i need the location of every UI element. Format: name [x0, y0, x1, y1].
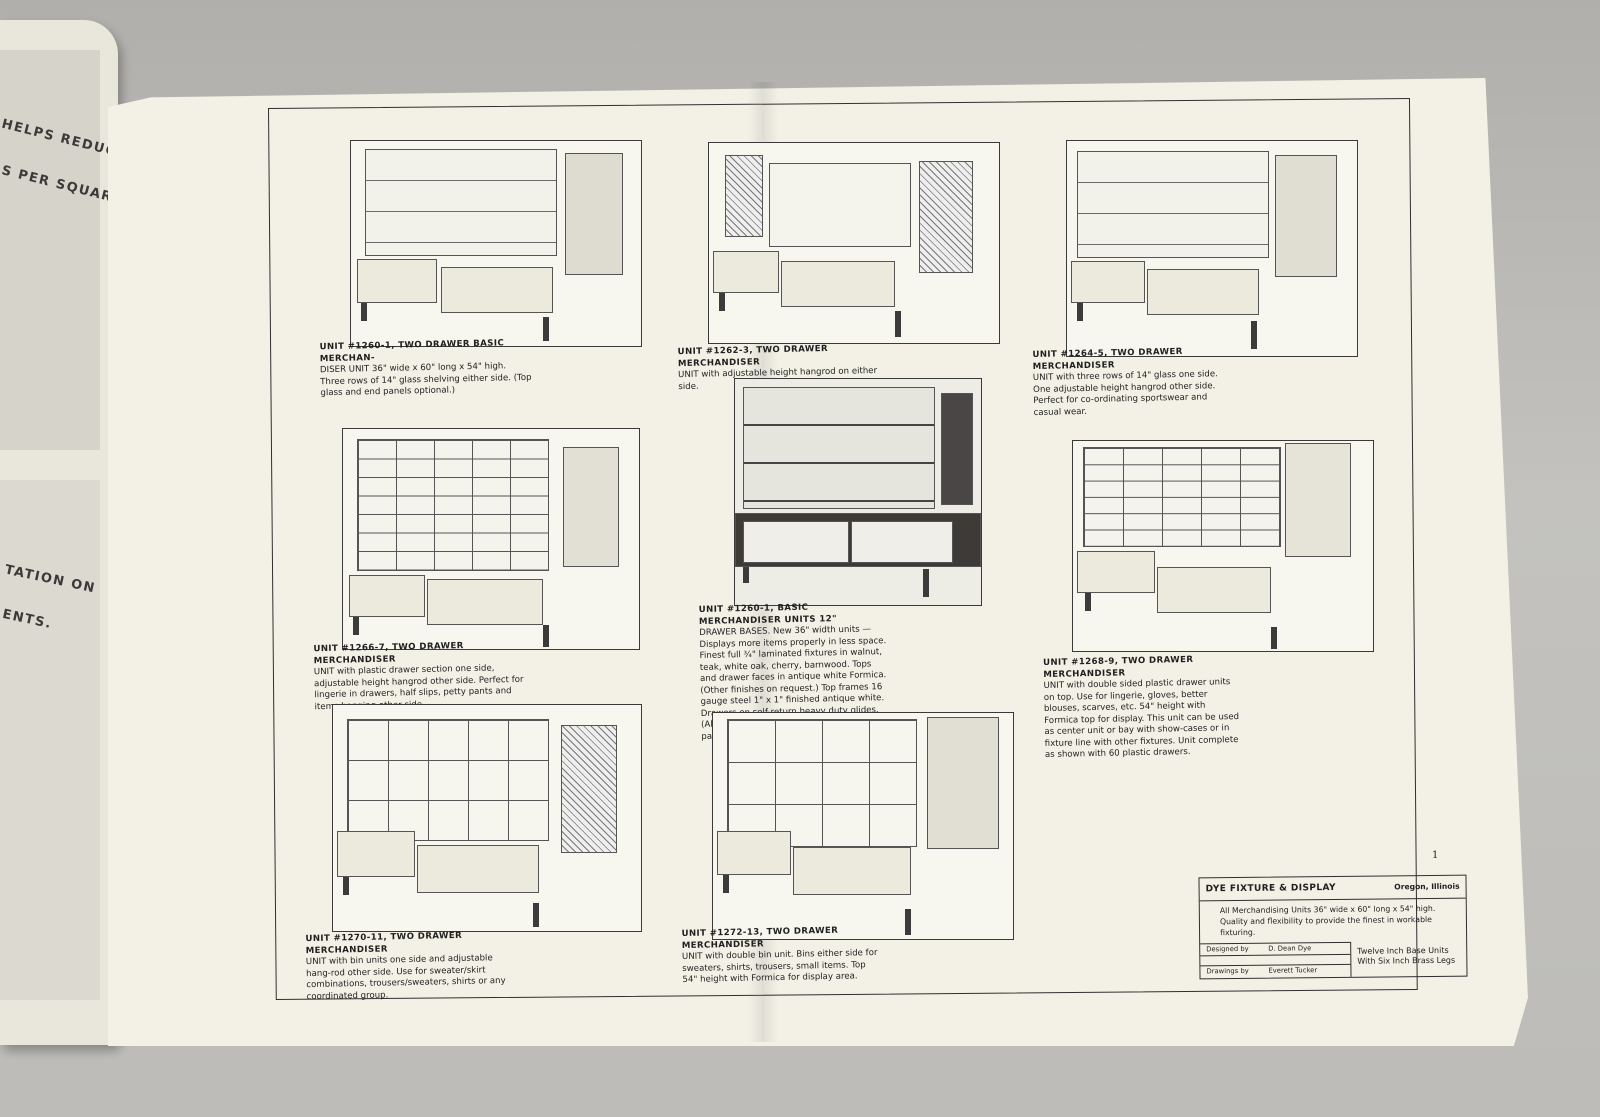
drawer	[713, 251, 779, 293]
unit-1272-13-caption: UNIT #1272-13, TWO DRAWER MERCHANDISER U…	[681, 925, 878, 987]
unit-1260-1-caption: UNIT #1260-1, TWO DRAWER BASIC MERCHAN- …	[319, 338, 532, 400]
unit-description: UNIT with double bin unit. Bins either s…	[681, 947, 878, 986]
plastic-drawer-section	[357, 439, 549, 571]
brass-leg	[1251, 321, 1257, 349]
end-panel	[1275, 155, 1337, 277]
bin-unit	[347, 719, 549, 841]
unit-description: DISER UNIT 36" wide x 60" long x 54" hig…	[319, 361, 532, 399]
brass-leg	[743, 567, 749, 583]
lattice-panel	[919, 161, 973, 273]
drawer	[851, 521, 953, 563]
unit-description: UNIT with three rows of 14" glass one si…	[1032, 369, 1218, 418]
title-block-divider	[1199, 897, 1466, 902]
unit-1264-5-caption: UNIT #1264-5, TWO DRAWER MERCHANDISER UN…	[1032, 346, 1229, 419]
glass-shelving	[743, 387, 935, 509]
brass-leg	[1085, 593, 1091, 611]
title-block: DYE FIXTURE & DISPLAY Oregon, Illinois A…	[1198, 874, 1468, 980]
plastic-drawer-section	[1083, 447, 1281, 547]
drawings-by-row: Drawings by Everett Tucker	[1200, 963, 1351, 979]
drawer	[1071, 261, 1145, 303]
drawer	[743, 521, 849, 563]
unit-1268-9-caption: UNIT #1268-9, TWO DRAWER MERCHANDISER UN…	[1043, 654, 1241, 762]
left-page-band-bottom	[0, 480, 100, 1000]
title-block-description: All Merchandising Units 36" wide x 60" l…	[1219, 903, 1436, 938]
drawer	[1147, 269, 1259, 315]
unit-1270-11-caption: UNIT #1270-11, TWO DRAWER MERCHANDISER U…	[305, 930, 510, 1003]
unit-1266-7-caption: UNIT #1266-7, TWO DRAWER MERCHANDISER UN…	[313, 640, 526, 713]
drawings-by-value: Everett Tucker	[1268, 966, 1318, 975]
glass-shelving	[365, 149, 557, 256]
unit-1272-13-illustration	[712, 712, 1014, 940]
drawer	[427, 579, 543, 625]
left-page: HELPS REDUCE S PER SQUARE TATION ON ENTS…	[0, 20, 128, 1045]
drawer	[781, 261, 895, 307]
page-number: 1	[1432, 850, 1439, 861]
brass-leg	[361, 303, 367, 321]
unit-description: UNIT with bin units one side and adjusta…	[305, 953, 506, 1002]
brass-leg	[343, 877, 349, 895]
unit-1262-3-illustration	[708, 142, 1000, 344]
title-block-divider-vertical	[1350, 941, 1352, 977]
drawer	[441, 267, 553, 313]
unit-description: UNIT with double sided plastic drawer un…	[1043, 677, 1240, 761]
drawer	[349, 575, 425, 617]
unit-1260-1-illustration	[350, 140, 642, 347]
brass-leg	[353, 617, 359, 635]
drawer	[417, 845, 539, 893]
unit-1270-11-illustration	[332, 704, 642, 932]
drawer	[793, 847, 911, 895]
designed-by-label: Designed by	[1206, 944, 1249, 954]
end-panel	[565, 153, 623, 275]
left-page-band-top	[0, 50, 100, 450]
drawer	[1157, 567, 1271, 613]
brass-leg	[533, 903, 539, 927]
company-location: Oregon, Illinois	[1394, 881, 1460, 892]
brass-leg	[923, 569, 929, 597]
hangrod-bay	[769, 163, 911, 247]
brass-leg	[1271, 627, 1277, 649]
unit-1268-9-illustration	[1072, 440, 1374, 652]
designed-by-value: D. Dean Dye	[1268, 944, 1312, 953]
unit-1266-7-illustration	[342, 428, 640, 650]
unit-1260-1-basic-photo	[734, 378, 982, 606]
bin-unit	[727, 719, 917, 847]
company-name: DYE FIXTURE & DISPLAY	[1205, 882, 1336, 895]
brass-leg	[1077, 303, 1083, 321]
end-panel	[927, 717, 999, 849]
end-panel	[1285, 443, 1351, 557]
drawer	[357, 259, 437, 303]
lattice-panel	[561, 725, 617, 853]
end-panel	[563, 447, 619, 567]
end-panel	[941, 393, 973, 505]
brass-leg	[543, 317, 549, 341]
brass-leg	[723, 875, 729, 893]
drawings-by-label: Drawings by	[1206, 966, 1249, 976]
drawer	[717, 831, 791, 875]
brass-leg	[719, 293, 725, 311]
unit-1264-5-illustration	[1066, 140, 1358, 357]
brass-leg	[895, 311, 901, 337]
drawer	[337, 831, 415, 877]
brass-leg	[905, 909, 911, 935]
lattice-panel	[725, 155, 763, 237]
glass-shelving	[1077, 151, 1269, 258]
drawer	[1077, 551, 1155, 593]
brass-leg	[543, 625, 549, 647]
title-block-note: Twelve Inch Base Units With Six Inch Bra…	[1357, 945, 1456, 966]
